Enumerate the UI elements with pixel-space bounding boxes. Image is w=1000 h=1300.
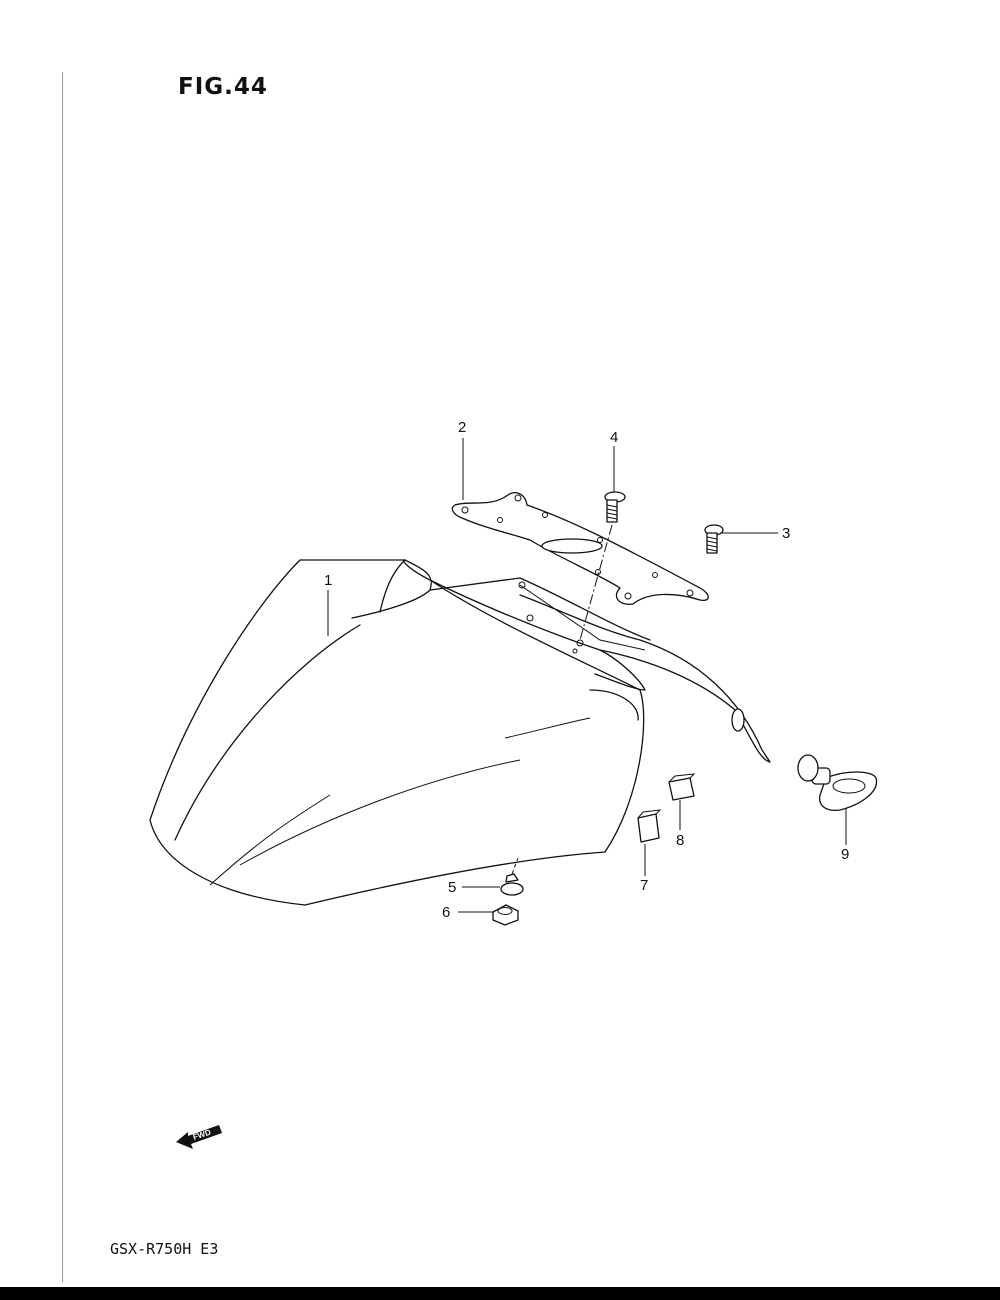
figure-title: FIG.44 <box>178 74 268 100</box>
part-pad-8[interactable] <box>668 773 696 801</box>
binding-margin-line <box>62 72 63 1282</box>
part-pad-7[interactable] <box>637 809 662 843</box>
callout-3: 3 <box>782 525 790 542</box>
model-code: GSX-R750H E3 <box>110 1240 219 1258</box>
fwd-arrow-icon: FWD <box>176 1125 222 1149</box>
callout-7: 7 <box>640 877 648 894</box>
callout-1: 1 <box>324 572 332 589</box>
part-fender-bracket[interactable] <box>451 492 709 605</box>
leader-lines <box>327 438 847 913</box>
callout-9: 9 <box>841 846 849 863</box>
callout-6: 6 <box>442 904 450 921</box>
part-front-fender[interactable] <box>149 559 771 906</box>
part-nut-6[interactable] <box>492 904 519 926</box>
part-grommet-9[interactable] <box>797 754 878 811</box>
callout-8: 8 <box>676 832 684 849</box>
callout-4: 4 <box>610 429 618 446</box>
bottom-scan-bar <box>0 1287 1000 1300</box>
part-nut-5[interactable] <box>500 857 524 896</box>
callout-5: 5 <box>448 879 456 896</box>
part-screw-3[interactable] <box>704 524 724 554</box>
callout-2: 2 <box>458 419 466 436</box>
part-screw-4[interactable] <box>579 491 626 641</box>
